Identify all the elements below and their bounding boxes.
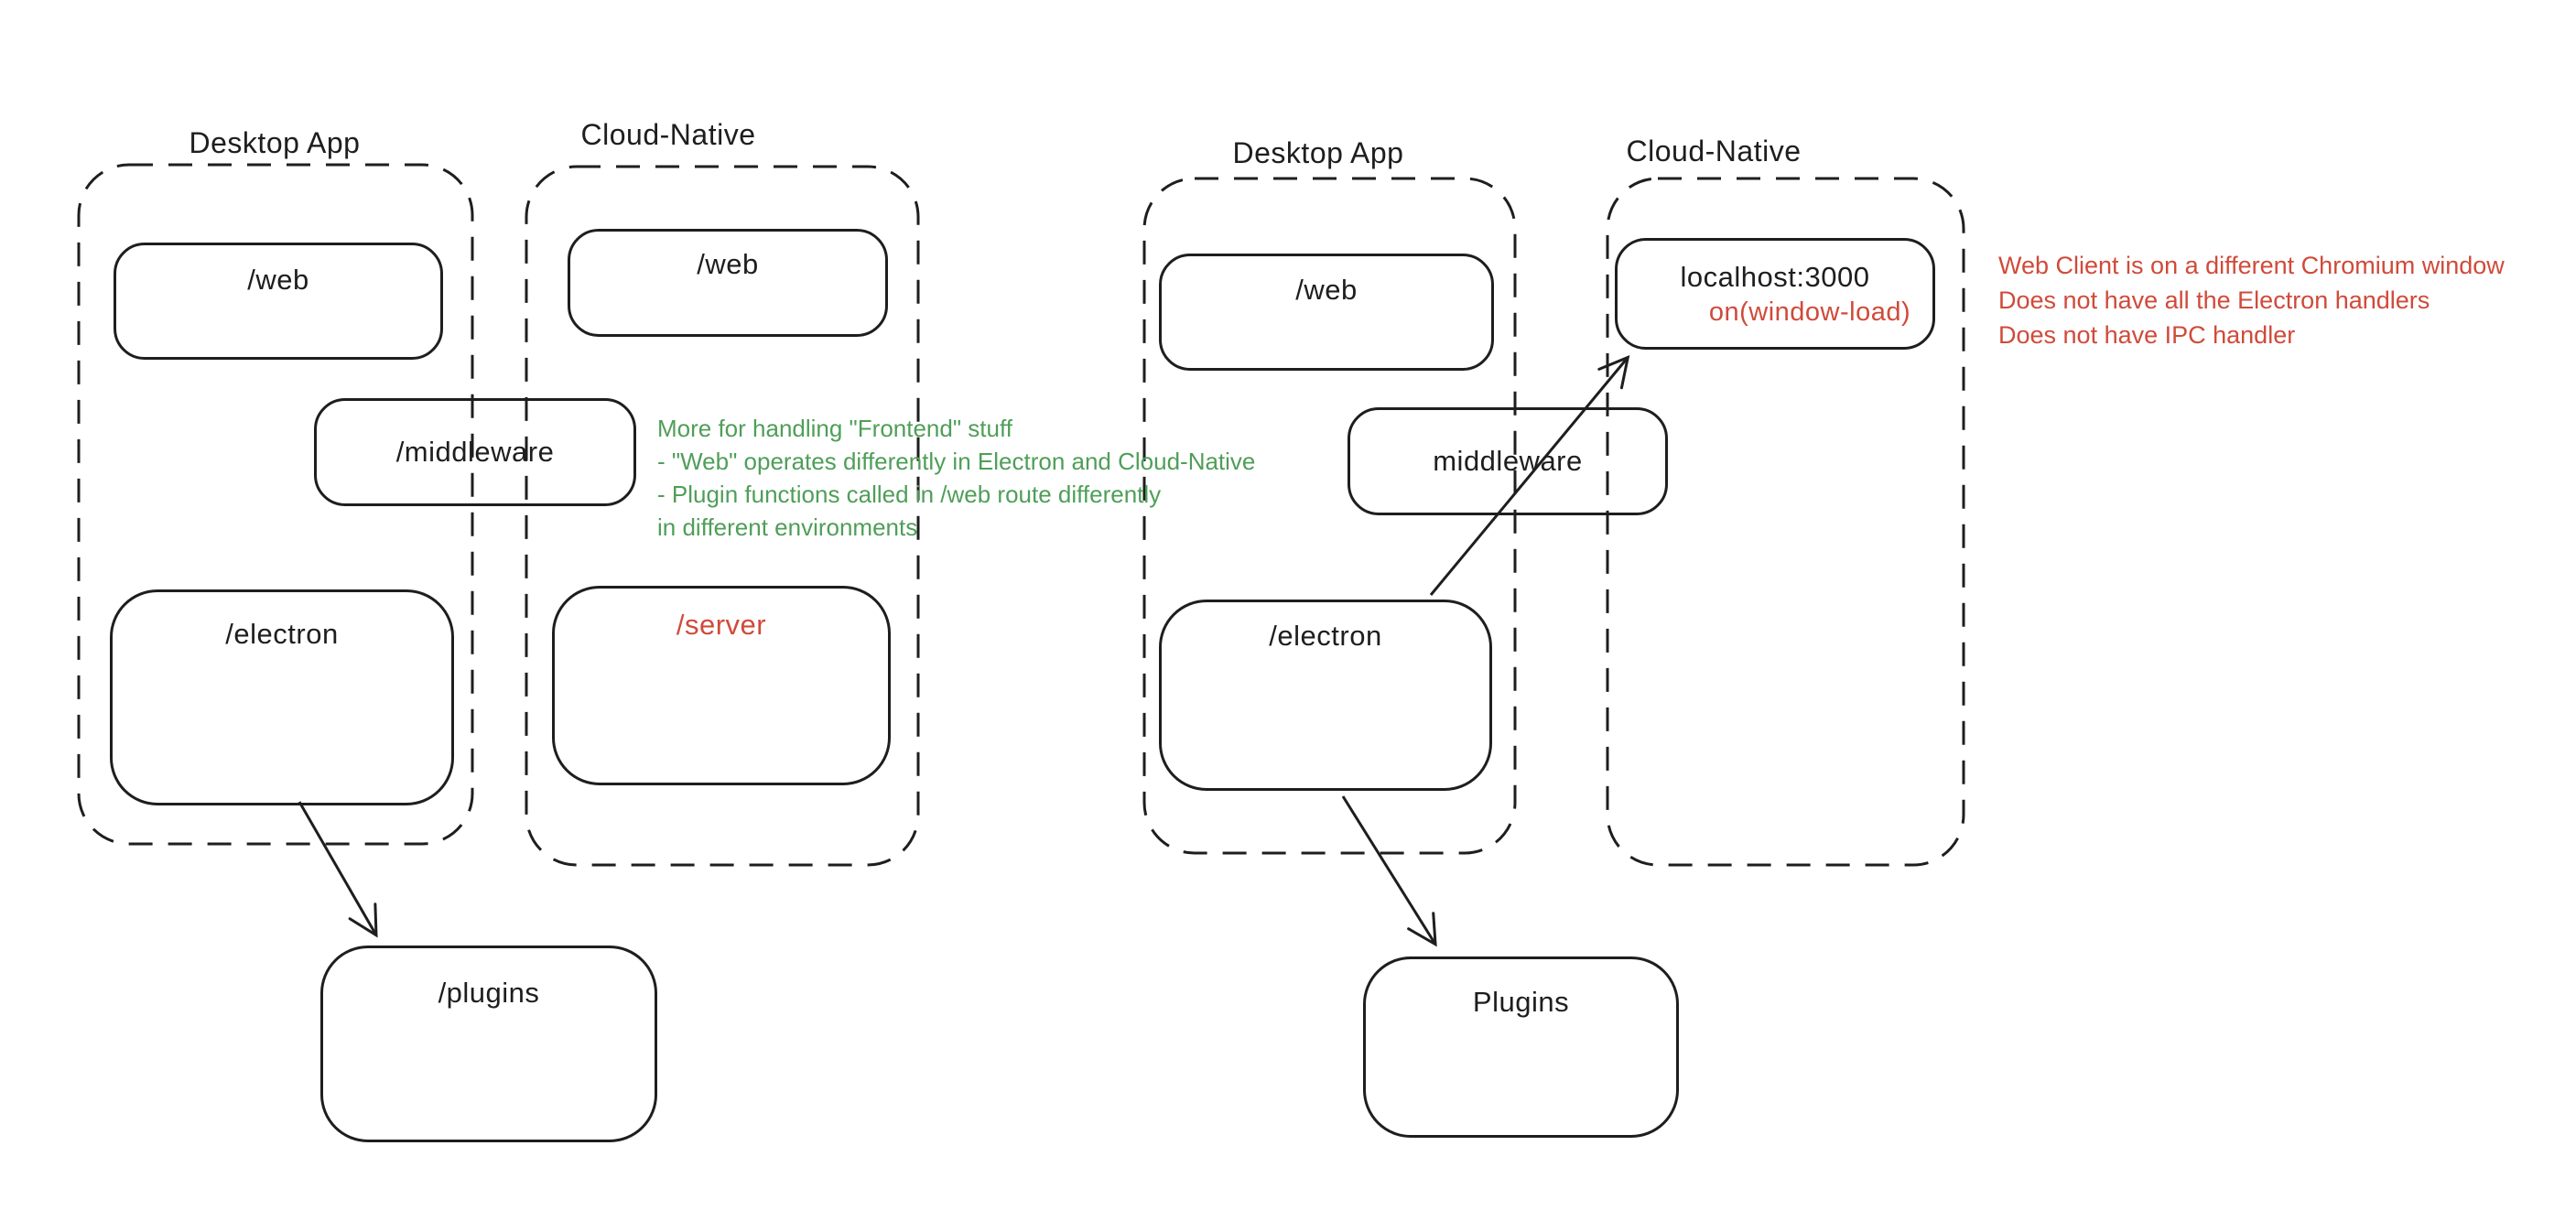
middleware-box-left[interactable]: /middleware (314, 398, 636, 506)
plugins-box-left-label: /plugins (438, 977, 540, 1009)
plugins-box-right[interactable]: Plugins (1363, 956, 1679, 1138)
arrow-electron-to-plugins-left[interactable] (298, 801, 378, 938)
middleware-box-right-label: middleware (1433, 445, 1583, 477)
cloud-native-label-left[interactable]: Cloud-Native (580, 118, 756, 151)
web-box-desktop-left[interactable]: /web (114, 243, 443, 360)
cloud-native-label-right[interactable]: Cloud-Native (1626, 135, 1802, 168)
web-box-right-label: /web (1295, 274, 1358, 306)
desktop-app-container-right[interactable] (1142, 177, 1517, 855)
electron-box-right[interactable]: /electron (1159, 600, 1492, 791)
arrow-electron-to-localhost-right[interactable] (1429, 355, 1630, 596)
web-box-cloud-left-label: /web (697, 248, 759, 280)
electron-box-right-label: /electron (1269, 620, 1382, 652)
green-annotation-line: - "Web" operates differently in Electron… (657, 448, 1256, 475)
red-annotation-line: Web Client is on a different Chromium wi… (1998, 252, 2505, 279)
localhost-box-label: localhost:3000 (1680, 261, 1870, 293)
web-box-right[interactable]: /web (1159, 254, 1494, 371)
green-annotation[interactable]: More for handling "Frontend" stuff - "We… (657, 412, 1255, 544)
red-annotation-line: Does not have all the Electron handlers (1998, 286, 2430, 314)
plugins-box-right-label: Plugins (1472, 986, 1570, 1018)
electron-box-left-label: /electron (225, 618, 339, 650)
plugins-box-left[interactable]: /plugins (320, 946, 657, 1142)
green-annotation-line: - Plugin functions called in /web route … (657, 481, 1162, 508)
desktop-app-label-right[interactable]: Desktop App (1232, 136, 1404, 169)
web-box-cloud-left[interactable]: /web (568, 229, 888, 337)
server-box-left-label: /server (676, 609, 767, 641)
arrow-electron-to-plugins-right[interactable] (1341, 795, 1437, 947)
middleware-box-left-label: /middleware (395, 436, 555, 468)
red-annotation[interactable]: Web Client is on a different Chromium wi… (1998, 248, 2505, 352)
green-annotation-line: in different environments (657, 513, 918, 541)
localhost-box-right[interactable]: localhost:3000 on(window-load) (1615, 238, 1935, 350)
middleware-box-right[interactable]: middleware (1348, 407, 1668, 515)
cloud-native-container-right[interactable] (1606, 177, 1965, 867)
cloud-native-container-left[interactable] (525, 165, 920, 867)
server-box-left[interactable]: /server (552, 586, 891, 785)
window-load-label: on(window-load) (1708, 297, 1911, 327)
red-annotation-line: Does not have IPC handler (1998, 321, 2296, 349)
desktop-app-label-left[interactable]: Desktop App (189, 126, 361, 159)
electron-box-left[interactable]: /electron (110, 589, 454, 805)
web-box-desktop-left-label: /web (247, 264, 309, 296)
green-annotation-line: More for handling "Frontend" stuff (657, 415, 1012, 442)
